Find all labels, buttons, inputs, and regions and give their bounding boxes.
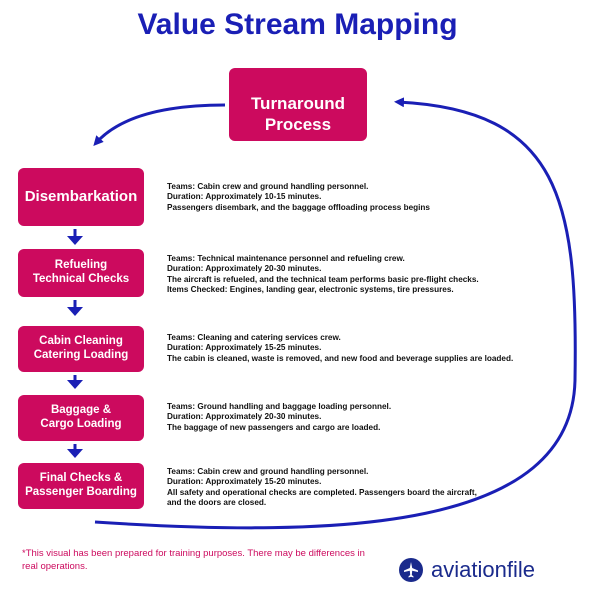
step-box-baggage: Baggage & Cargo Loading [18, 395, 144, 441]
desc-line: Duration: Approximately 20-30 minutes. [167, 264, 322, 274]
desc-line: Teams: Cabin crew and ground handling pe… [167, 182, 369, 191]
desc-line: Duration: Approximately 10-15 minutes. [167, 192, 322, 202]
step-box-disembarkation: Disembarkation [18, 168, 144, 226]
desc-line: and the doors are closed. [167, 498, 267, 508]
desc-line: Duration: Approximately 15-20 minutes. [167, 477, 322, 487]
desc-line: The aircraft is refueled, and the techni… [167, 274, 479, 284]
step-description-baggage: Teams: Ground handling and baggage loadi… [167, 402, 587, 433]
down-arrow-1 [67, 229, 83, 245]
step-box-refueling: Refueling Technical Checks [18, 249, 144, 297]
page-title: Value Stream Mapping [137, 8, 458, 41]
training-footnote: *This visual has been prepared for train… [22, 548, 365, 572]
step-description-cabin-cleaning: Teams: Cleaning and catering services cr… [167, 333, 587, 364]
desc-line: The cabin is cleaned, waste is removed, … [167, 353, 514, 363]
step-box-final-checks: Final Checks & Passenger Boarding [18, 463, 144, 509]
aviationfile-logo: aviationfile [399, 556, 535, 584]
step-description-final-checks: Teams: Cabin crew and ground handling pe… [167, 467, 587, 509]
step-description-disembarkation: Teams: Cabin crew and ground handling pe… [167, 182, 587, 213]
desc-line: Teams: Ground handling and baggage loadi… [167, 402, 392, 411]
desc-line: Teams: Cabin crew and ground handling pe… [167, 467, 369, 476]
arrow-return-loop [94, 97, 577, 530]
desc-line: Items Checked: Engines, landing gear, el… [167, 285, 454, 295]
desc-line: Duration: Approximately 20-30 minutes. [167, 412, 322, 422]
desc-line: The baggage of new passengers and cargo … [167, 422, 381, 432]
desc-line: Teams: Technical maintenance personnel a… [167, 254, 405, 263]
desc-line: Passengers disembark, and the baggage of… [167, 202, 430, 212]
step-box-cabin-cleaning: Cabin Cleaning Catering Loading [18, 326, 144, 372]
airplane-icon [399, 558, 423, 582]
down-arrow-2 [67, 300, 83, 316]
desc-line: Duration: Approximately 15-25 minutes. [167, 343, 322, 353]
down-arrow-3 [67, 375, 83, 389]
desc-line: Teams: Cleaning and catering services cr… [167, 333, 341, 342]
arrow-main-to-disembarkation [93, 103, 226, 146]
desc-line: All safety and operational checks are co… [167, 487, 477, 497]
step-description-refueling: Teams: Technical maintenance personnel a… [167, 254, 587, 296]
down-arrow-4 [67, 444, 83, 458]
logo-text: aviationfile [431, 557, 535, 582]
